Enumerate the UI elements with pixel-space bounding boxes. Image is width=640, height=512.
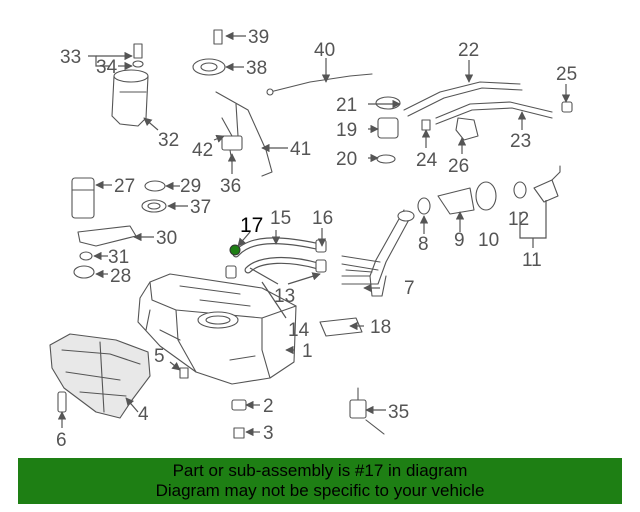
callout-25[interactable]: 25 — [556, 64, 577, 85]
callout-9[interactable]: 9 — [454, 230, 465, 251]
callout-labels: 1 2 3 4 5 6 7 8 9 10 11 12 13 14 15 16 1… — [56, 27, 577, 451]
banner-line-disclaimer: Diagram may not be specific to your vehi… — [155, 481, 485, 500]
fuel-tank-drawing — [137, 273, 297, 385]
callout-6[interactable]: 6 — [56, 430, 67, 451]
callout-42[interactable]: 42 — [192, 140, 213, 161]
callout-38[interactable]: 38 — [246, 58, 267, 79]
callout-27[interactable]: 27 — [114, 176, 135, 197]
callout-37[interactable]: 37 — [190, 197, 211, 218]
callout-41[interactable]: 41 — [290, 139, 311, 160]
callout-20[interactable]: 20 — [336, 149, 357, 170]
callout-11[interactable]: 11 — [522, 250, 542, 271]
callout-39[interactable]: 39 — [248, 27, 269, 48]
callout-5[interactable]: 5 — [154, 346, 165, 367]
callout-16[interactable]: 16 — [312, 208, 333, 229]
callout-23[interactable]: 23 — [510, 131, 531, 152]
callout-31[interactable]: 31 — [108, 247, 129, 268]
callout-17[interactable]: 17 — [240, 214, 263, 237]
callout-30[interactable]: 30 — [156, 228, 177, 249]
callout-19[interactable]: 19 — [336, 120, 357, 141]
filler-neck-drawing — [341, 209, 415, 297]
callout-13[interactable]: 13 — [274, 286, 295, 307]
callout-36[interactable]: 36 — [220, 176, 241, 197]
callout-15[interactable]: 15 — [270, 208, 291, 229]
callout-28[interactable]: 28 — [110, 266, 131, 287]
callout-35[interactable]: 35 — [388, 402, 409, 423]
callout-1[interactable]: 1 — [302, 341, 313, 362]
parts-diagram: 1 2 3 4 5 6 7 8 9 10 11 12 13 14 15 16 1… — [49, 27, 577, 451]
callout-8[interactable]: 8 — [418, 234, 429, 255]
callout-12[interactable]: 12 — [508, 209, 529, 230]
callout-7[interactable]: 7 — [404, 278, 415, 299]
leader-lines — [57, 31, 571, 437]
callout-10[interactable]: 10 — [478, 230, 499, 251]
callout-32[interactable]: 32 — [158, 130, 179, 151]
callout-33[interactable]: 33 — [60, 47, 81, 68]
part-info-banner: Part or sub-assembly is #17 in diagram D… — [18, 458, 622, 504]
callout-40[interactable]: 40 — [314, 40, 335, 61]
hoses-drawing — [225, 237, 327, 279]
callout-26[interactable]: 26 — [448, 156, 469, 177]
callout-22[interactable]: 22 — [458, 40, 479, 61]
callout-34[interactable]: 34 — [96, 57, 118, 78]
callout-2[interactable]: 2 — [263, 396, 274, 417]
callout-4[interactable]: 4 — [138, 404, 149, 425]
callout-21[interactable]: 21 — [336, 95, 357, 116]
callout-24[interactable]: 24 — [416, 150, 438, 171]
banner-line-part: Part or sub-assembly is #17 in diagram — [172, 461, 468, 480]
callout-18[interactable]: 18 — [370, 317, 391, 338]
callout-29[interactable]: 29 — [180, 176, 201, 197]
callout-14[interactable]: 14 — [288, 320, 310, 341]
callout-3[interactable]: 3 — [263, 423, 274, 444]
